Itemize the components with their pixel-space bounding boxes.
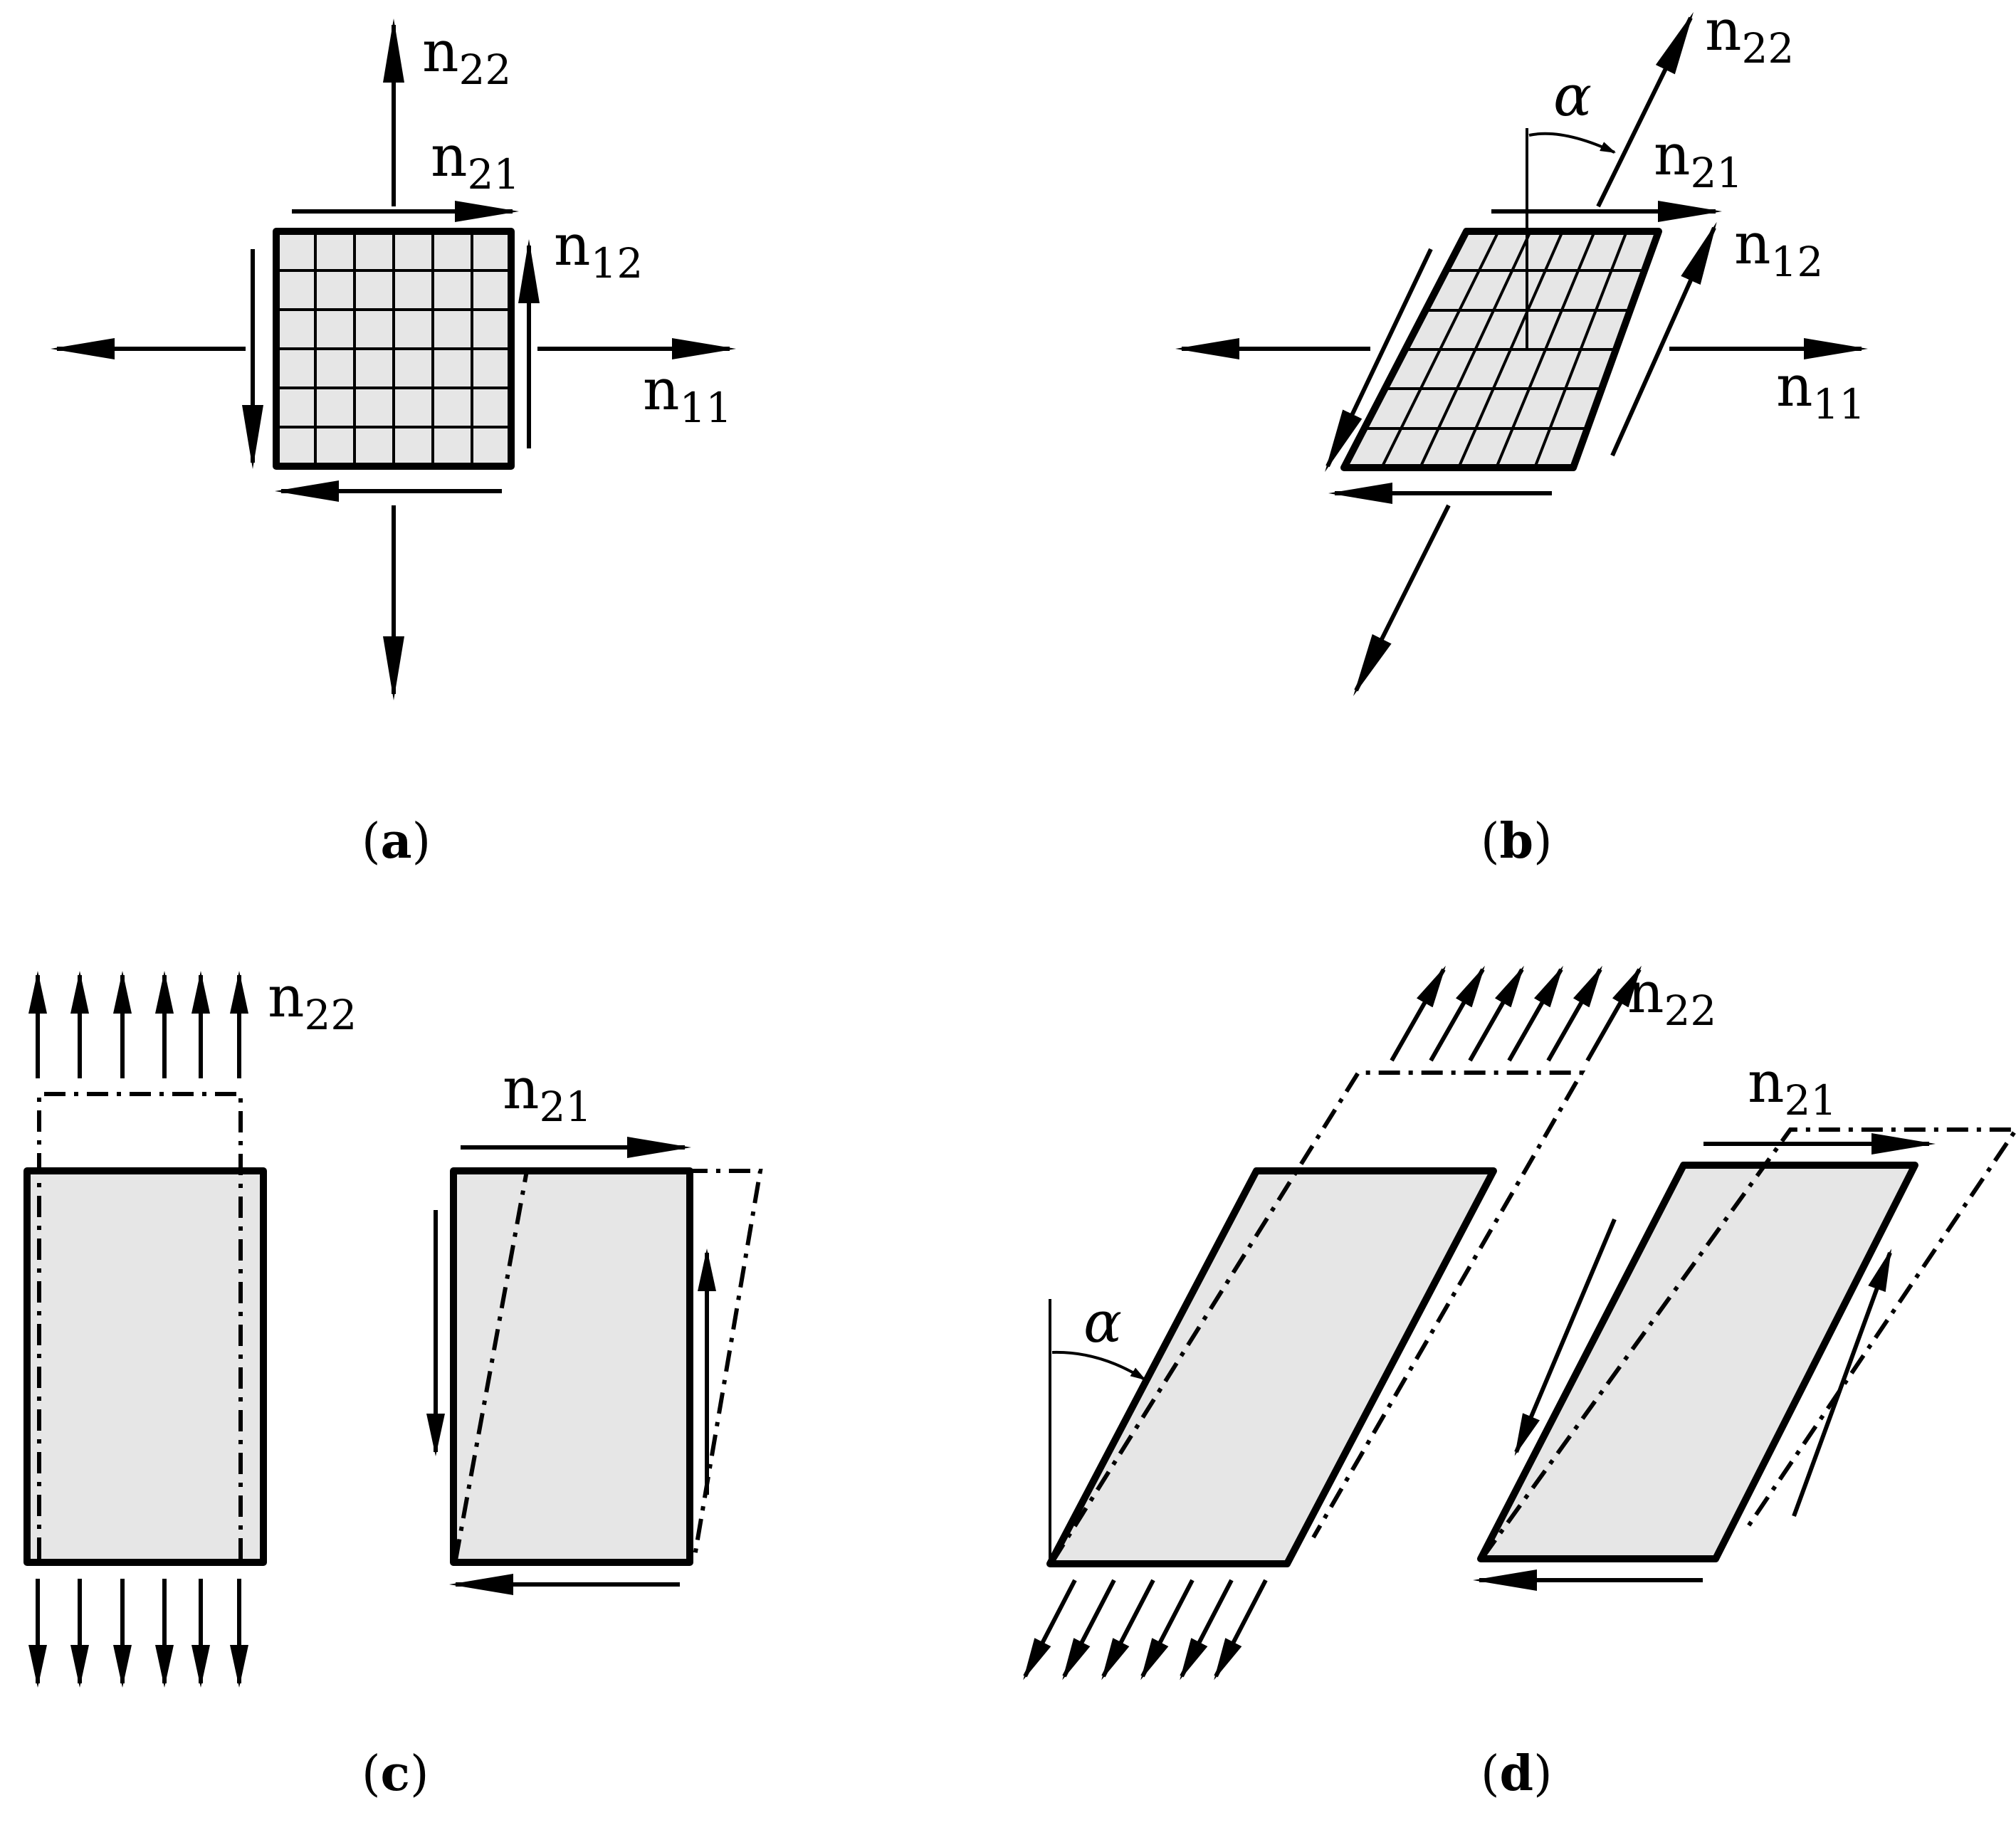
label-n21-d: n21 [1748, 1049, 1837, 1125]
arrow-n22-up-b [1596, 11, 1694, 208]
arrow-shear-right-d [1792, 1248, 1892, 1518]
label-n22-b: n22 [1705, 0, 1794, 73]
arrows-n22-top-c [28, 971, 248, 1078]
panel-d: α n22 n21 (d) [1023, 959, 2016, 1802]
label-n21-a: n21 [431, 123, 520, 199]
arrows-n22-bottom-d [1023, 1579, 1268, 1681]
arrow-n22-down-b [1353, 504, 1451, 697]
arrow-n12-left-b [1325, 248, 1433, 473]
caption-d: (d) [1481, 1745, 1553, 1802]
label-n21-b: n21 [1654, 122, 1743, 197]
label-n11-b: n11 [1776, 353, 1865, 428]
grid-b [1365, 231, 1644, 468]
panel-c: n22 n21 (c) [23, 964, 763, 1802]
grid-a [276, 231, 511, 466]
plate-d-right [1477, 1162, 1918, 1562]
arrows-n22-top-d [1390, 965, 1642, 1062]
arrows-n22-bottom-c [28, 1579, 248, 1688]
plate-d-left [1046, 1167, 1497, 1567]
arrow-n12-right-b [1610, 221, 1717, 457]
label-n21-c: n21 [503, 1056, 592, 1131]
angle-label-d: α [1083, 1289, 1122, 1355]
plate-c-right [450, 1167, 693, 1566]
caption-b: (b) [1481, 813, 1553, 870]
label-n22-a: n22 [422, 19, 511, 94]
caption-c: (c) [362, 1745, 429, 1802]
angle-label-b: α [1553, 63, 1592, 129]
caption-a: (a) [362, 813, 431, 870]
panel-a: n22 n21 n12 n11 (a) [51, 19, 736, 870]
deformed-outline-c-left [37, 1092, 243, 1559]
deformed-outline-d-left [1050, 1071, 1586, 1564]
deformed-outline-d-right [1481, 1127, 2016, 1559]
plate-c-left [23, 1167, 267, 1566]
angle-arc-b [1528, 132, 1616, 154]
arrow-shear-left-d [1514, 1218, 1617, 1456]
label-n22-c: n22 [268, 964, 357, 1039]
deformed-outline-c-right [453, 1169, 763, 1561]
label-n11-a: n11 [643, 357, 732, 432]
label-n12-a: n12 [554, 212, 643, 288]
angle-arc-d [1051, 1350, 1146, 1381]
panel-b: α n22 n21 n12 n11 (b) [1175, 0, 1868, 870]
label-n12-b: n12 [1734, 211, 1823, 286]
label-n22-d: n22 [1627, 959, 1716, 1035]
